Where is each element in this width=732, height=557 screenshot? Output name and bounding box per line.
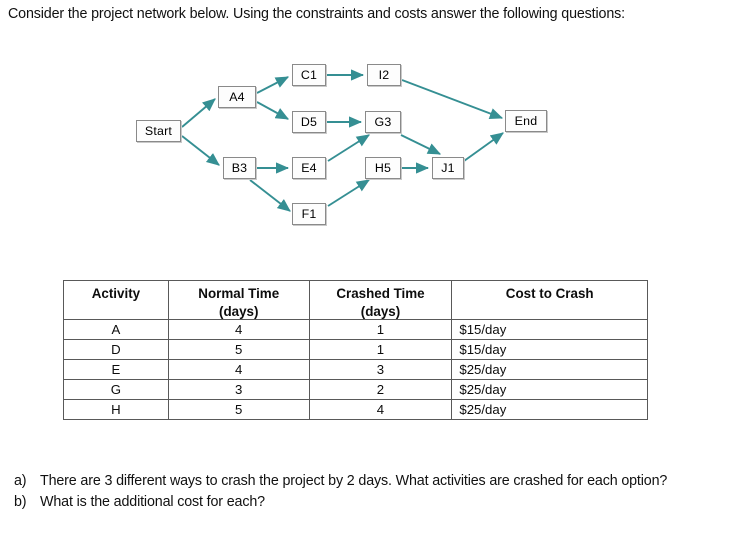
cell-activity: G <box>63 379 169 400</box>
question-text: What is the additional cost for each? <box>40 494 265 511</box>
edge-group <box>181 69 504 212</box>
cell-activity: D <box>63 339 169 360</box>
cell-cost-to-crash: $25/day <box>451 399 648 420</box>
table-header: Activity Normal Time (days) Crashed Time… <box>63 280 648 320</box>
diagram-edge-start-to-a4 <box>181 98 216 128</box>
cell-normal-time: 5 <box>167 339 310 360</box>
diagram-edge-start-to-b3 <box>181 135 220 166</box>
crash-cost-table: Activity Normal Time (days) Crashed Time… <box>63 280 648 420</box>
cell-crashed-time: 1 <box>308 319 453 340</box>
diagram-edge-f1-to-h5 <box>327 179 370 207</box>
diagram-node-h5: H5 <box>365 157 401 179</box>
diagram-node-e4: E4 <box>292 157 326 179</box>
questions-list: a) There are 3 different ways to crash th… <box>14 472 726 515</box>
column-header-crashed-time: Crashed Time (days) <box>308 280 453 320</box>
diagram-edge-a4-to-c1 <box>256 76 290 94</box>
cell-cost-to-crash: $25/day <box>451 359 648 380</box>
question-text: There are 3 different ways to crash the … <box>40 473 668 489</box>
table-header-row: Activity Normal Time (days) Crashed Time… <box>63 280 648 320</box>
diagram-node-end: End <box>505 110 547 132</box>
page-title: Consider the project network below. Usin… <box>8 6 625 22</box>
cell-normal-time: 5 <box>167 399 310 420</box>
column-header-cost-to-crash: Cost to Crash <box>451 280 648 320</box>
cell-activity: E <box>63 359 169 380</box>
diagram-node-j1: J1 <box>432 157 464 179</box>
cell-normal-time: 3 <box>167 379 310 400</box>
diagram-edges-layer <box>181 69 504 212</box>
question-item: a) There are 3 different ways to crash th… <box>14 472 726 491</box>
diagram-edge-a4-to-d5 <box>256 101 289 120</box>
cell-cost-to-crash: $15/day <box>451 339 648 360</box>
diagram-edge-e4-to-g3 <box>327 134 370 162</box>
diagram-node-i2: I2 <box>367 64 401 86</box>
column-header-normal-time: Normal Time (days) <box>167 280 310 320</box>
question-item: b) What is the additional cost for each? <box>14 493 726 512</box>
cell-crashed-time: 2 <box>308 379 453 400</box>
diagram-node-start: Start <box>136 120 181 142</box>
cell-cost-to-crash: $15/day <box>451 319 648 340</box>
diagram-edge-g3-to-j1 <box>400 134 442 155</box>
cell-activity: H <box>63 399 169 420</box>
cell-normal-time: 4 <box>167 359 310 380</box>
cell-normal-time: 4 <box>167 319 310 340</box>
diagram-node-f1: F1 <box>292 203 326 225</box>
diagram-edge-b3-to-f1 <box>249 179 291 212</box>
column-header-activity: Activity <box>63 280 169 320</box>
cell-crashed-time: 3 <box>308 359 453 380</box>
cell-crashed-time: 4 <box>308 399 453 420</box>
diagram-edge-j1-to-end <box>463 132 504 162</box>
cell-activity: A <box>63 319 169 340</box>
diagram-node-a4: A4 <box>218 86 256 108</box>
diagram-edge-i2-to-end <box>401 79 504 120</box>
question-marker: b) <box>14 494 27 511</box>
diagram-node-c1: C1 <box>292 64 326 86</box>
cell-crashed-time: 1 <box>308 339 453 360</box>
diagram-node-b3: B3 <box>223 157 256 179</box>
question-marker: a) <box>14 473 27 489</box>
diagram-node-d5: D5 <box>292 111 326 133</box>
diagram-node-g3: G3 <box>365 111 401 133</box>
cell-cost-to-crash: $25/day <box>451 379 648 400</box>
